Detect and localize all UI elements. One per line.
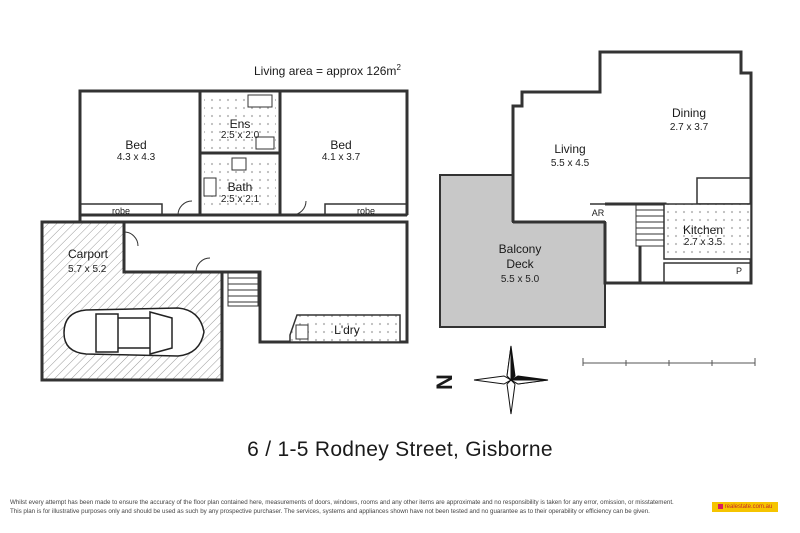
living-label: Living [554,142,586,156]
dining-bench [696,177,752,205]
bed1-label: Bed [125,138,147,152]
robe-left [79,203,163,216]
disclaimer-text: Whilst every attempt has been made to en… [10,499,710,516]
logo-mark-icon [717,503,723,509]
wet-area-fixtures [203,94,309,340]
robe-label-left: robe [111,206,130,216]
dining-wall [598,50,753,200]
living-dims: 5.5 x 4.5 [550,158,590,169]
bath-label: Bath [227,180,253,194]
right-floor-plan [511,50,753,285]
dining-label: Dining [671,106,707,120]
disclaimer-line-2: This plan is for illustrative purposes o… [10,507,650,515]
kitchen-dims: 2.7 x 3.5 [683,237,723,248]
robe-label-right: robe [356,206,375,216]
carport-dims: 5.7 x 5.2 [68,264,107,275]
disclaimer-line-1: Whilst every attempt has been made to en… [10,499,674,506]
ens-dims: 2.5 x 2.0 [220,130,260,141]
north-label: N [431,374,457,390]
pantry-label: P [735,266,742,276]
bed2-dims: 4.1 x 3.7 [321,152,361,163]
bath-dims: 2.5 x 2.1 [220,194,260,205]
kitchen-base [663,262,752,284]
balcony-label: Balcony [498,242,542,256]
right-stairs [635,203,665,247]
bed2-label: Bed [330,138,352,152]
property-address: 6 / 1-5 Rodney Street, Gisborne [247,438,553,461]
ar-label: AR [591,208,605,218]
deck-label: Deck [506,257,534,271]
ens-label: Ens [229,117,251,131]
balcony-dims: 5.5 x 5.0 [500,274,540,285]
robe-right [324,203,408,216]
living-area-note: Living area = approx 126m2 [254,63,401,78]
laundry-bench [289,314,401,343]
scale-bar [582,358,756,366]
living-wall [511,73,602,222]
laundry-label: L'dry [334,323,360,337]
car-icon [63,307,205,357]
bed2-wall [280,89,409,215]
left-stairs [227,271,259,307]
dining-dims: 2.7 x 3.7 [669,122,709,133]
compass-rose-icon [473,345,549,415]
carport-area [40,220,224,382]
kitchen-label: Kitchen [682,223,724,237]
kitchen-bench [663,203,752,260]
carport-label: Carport [68,247,109,261]
brand-logo: realestate.com.au [712,502,778,512]
bed1-dims: 4.3 x 4.3 [116,152,156,163]
